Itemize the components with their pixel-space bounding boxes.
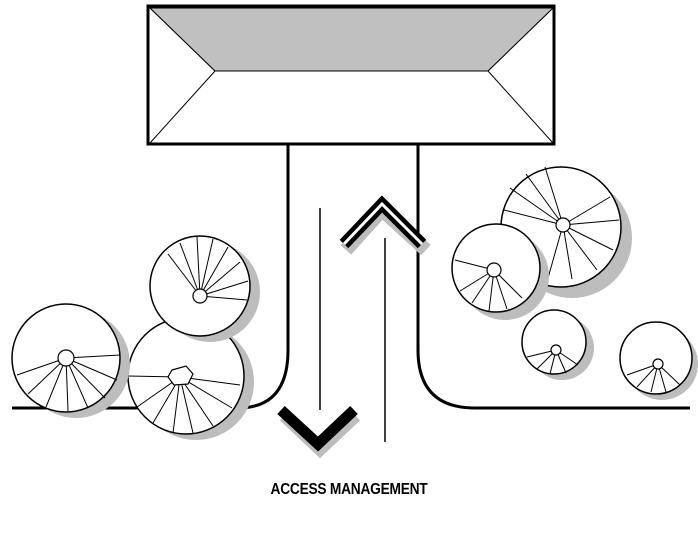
tree-large-left [127,317,254,440]
tree-small-center-right [521,309,594,380]
driveway-right-edge [416,144,690,410]
tree-upper-left [149,235,260,342]
roof-top-face [148,7,555,72]
tree-small-far-right [619,321,698,400]
exit-arrow-chevron-down-icon [277,405,361,459]
building [146,4,556,146]
tree-mid-right [451,223,549,320]
diagram-caption: ACCESS MANAGEMENT [270,481,428,498]
right-tree-group [451,166,698,400]
tree-far-left [11,303,130,418]
left-tree-group [11,235,260,440]
entry-arrow-chevron-up-icon [339,195,431,256]
